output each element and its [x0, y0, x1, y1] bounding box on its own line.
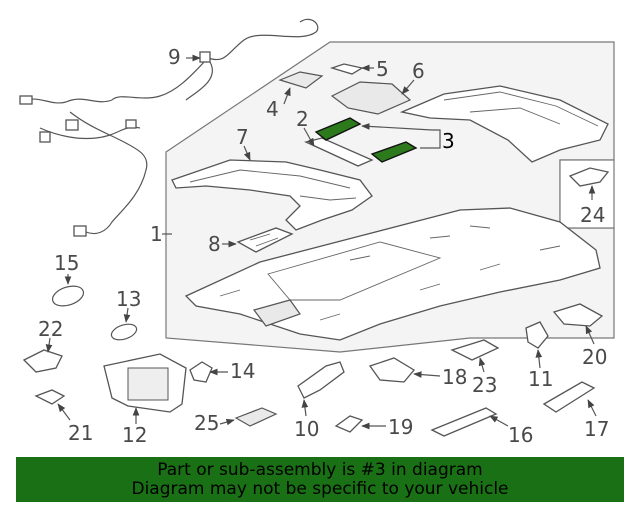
callout-18: 18 — [442, 365, 467, 389]
part-24-lamp — [568, 167, 610, 187]
part-15-pad — [51, 285, 85, 307]
part-25-pad — [234, 407, 278, 427]
callout-21: 21 — [68, 421, 93, 445]
callout-4: 4 — [266, 97, 279, 121]
callout-24: 24 — [580, 203, 605, 227]
banner-line-2: Diagram may not be specific to your vehi… — [131, 478, 509, 499]
callout-17: 17 — [584, 417, 609, 441]
rear-panel — [399, 85, 609, 163]
callout-7: 7 — [236, 125, 249, 149]
part-20-lamp — [552, 303, 604, 327]
part-19-clip — [334, 415, 364, 433]
callout-8: 8 — [208, 232, 221, 256]
part-7-frame — [171, 159, 373, 231]
callout-6: 6 — [412, 59, 425, 83]
part-16-trim — [430, 407, 498, 437]
callout-1: 1 — [150, 222, 163, 246]
part-11-clip — [525, 321, 549, 349]
part-8-bracket — [236, 227, 294, 253]
part-4-pad — [278, 71, 324, 89]
part-2-strip — [304, 137, 374, 167]
part-22-bracket — [22, 349, 63, 373]
callout-11: 11 — [528, 367, 553, 391]
console-cutout — [252, 299, 301, 327]
part-10-handle — [297, 361, 345, 399]
callout-labels: 1 2 3 4 5 6 7 8 9 10 11 12 13 14 15 16 1… — [38, 45, 609, 447]
callout-23: 23 — [472, 373, 497, 397]
part-23-console — [450, 339, 500, 361]
callout-14: 14 — [230, 359, 255, 383]
callout-9: 9 — [168, 45, 181, 69]
callout-12: 12 — [122, 423, 147, 447]
part-21-clip — [34, 389, 66, 405]
part-13-cap — [110, 323, 138, 341]
callout-22: 22 — [38, 317, 63, 341]
visor-mirror — [127, 367, 169, 401]
sunroof-opening — [267, 241, 442, 301]
leader-lines — [45, 54, 597, 430]
part-14-clip — [189, 361, 213, 383]
callout-3: 3 — [442, 129, 455, 153]
callout-20: 20 — [582, 345, 607, 369]
part-6-pad — [330, 81, 412, 115]
part-18-lamp — [368, 357, 415, 383]
callout-19: 19 — [388, 415, 413, 439]
callout-13: 13 — [116, 287, 141, 311]
callout-15: 15 — [54, 251, 79, 275]
part-17-pad — [542, 381, 596, 413]
callout-25: 25 — [194, 411, 219, 435]
part-3-piece-b — [370, 141, 418, 163]
callout-10: 10 — [294, 417, 319, 441]
callout-16: 16 — [508, 423, 533, 447]
notice-banner: Part or sub-assembly is #3 in diagram Di… — [16, 457, 624, 502]
callout-5: 5 — [376, 57, 389, 81]
banner-line-1: Part or sub-assembly is #3 in diagram — [157, 459, 483, 480]
part-3-piece-a — [314, 117, 362, 141]
callout-2: 2 — [296, 107, 309, 131]
